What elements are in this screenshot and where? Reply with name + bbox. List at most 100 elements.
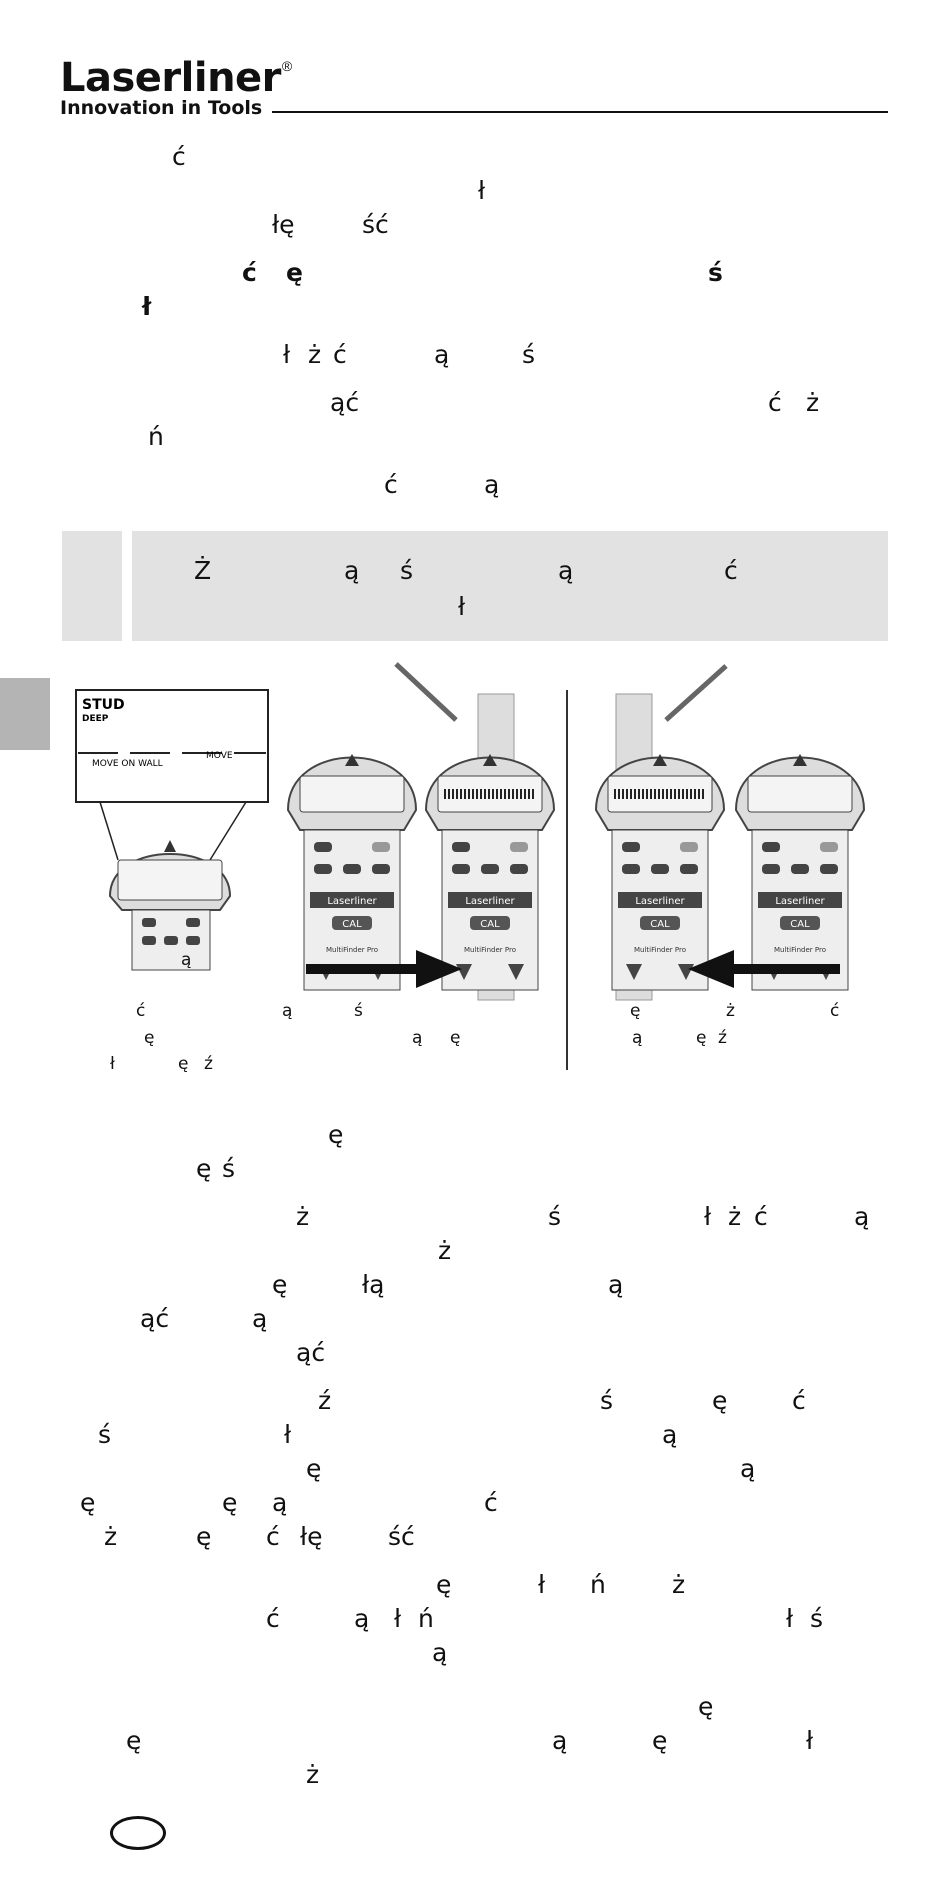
glyph: ł	[458, 592, 466, 621]
glyph: ą	[272, 1488, 288, 1517]
glyph: ę	[144, 1028, 155, 1048]
glyph: ż	[104, 1522, 118, 1551]
glyph: ł	[538, 1570, 546, 1599]
glyph: ż	[726, 1001, 735, 1021]
device-5-brand: Laserliner	[775, 896, 825, 907]
glyph: ś	[810, 1604, 824, 1633]
display-zoom-box	[75, 689, 269, 803]
arrow-right	[306, 950, 462, 988]
glyph: ć	[266, 1522, 280, 1551]
glyph: ż	[296, 1202, 310, 1231]
device-3-cal: CAL	[480, 919, 500, 930]
glyph: ś	[222, 1154, 236, 1183]
glyph: ą	[434, 340, 450, 369]
glyph: ć	[830, 1001, 840, 1021]
brand-tagline: Innovation in Tools	[60, 97, 263, 119]
glyph: ś	[354, 1001, 363, 1021]
brand-name: Laserliner	[60, 55, 281, 101]
glyph: ą	[432, 1638, 448, 1667]
screen-move-right-label: MOVE	[206, 751, 233, 761]
glyph: ę	[436, 1570, 452, 1599]
arrow-left	[688, 950, 840, 988]
glyph: ć	[333, 340, 347, 369]
glyph: ć	[266, 1604, 280, 1633]
glyph: ę	[652, 1726, 668, 1755]
device-4-cal: CAL	[650, 919, 670, 930]
glyph: ść	[362, 210, 389, 239]
device-small	[108, 840, 232, 971]
glyph: ą	[354, 1604, 370, 1633]
glyph: ć	[242, 258, 257, 287]
glyph: ą	[484, 470, 500, 499]
glyph: ć	[768, 388, 782, 417]
glyph: ł	[394, 1604, 402, 1633]
glyph: ść	[388, 1522, 415, 1551]
device-4-model: MultiFinder Pro	[634, 946, 686, 954]
device-2-model: MultiFinder Pro	[326, 946, 378, 954]
device-4-brand: Laserliner	[635, 896, 685, 907]
glyph: ś	[400, 556, 414, 585]
glyph: ą	[740, 1454, 756, 1483]
glyph: łę	[272, 210, 295, 239]
glyph: ź	[204, 1054, 213, 1074]
device-5: Laserliner CAL MultiFinder Pro	[734, 754, 866, 991]
glyph: ł	[704, 1202, 712, 1231]
glyph: ń	[148, 422, 164, 451]
screen-deep-label: DEEP	[82, 714, 109, 724]
glyph: ę	[272, 1270, 288, 1299]
screen-stud-label: STUD	[82, 697, 125, 713]
glyph: ąć	[140, 1304, 170, 1333]
glyph: ę	[698, 1692, 714, 1721]
device-4: Laserliner CAL MultiFinder Pro	[594, 664, 728, 1001]
glyph: ń	[418, 1604, 434, 1633]
glyph: ł	[478, 176, 486, 205]
glyph: ń	[590, 1570, 606, 1599]
device-3-model: MultiFinder Pro	[464, 946, 516, 954]
glyph: ż	[672, 1570, 686, 1599]
glyph: ż	[306, 1760, 320, 1789]
glyph: ę	[80, 1488, 96, 1517]
glyph: ś	[522, 340, 536, 369]
glyph: ę	[286, 258, 303, 287]
glyph: ę	[696, 1028, 707, 1048]
glyph: ł	[284, 1420, 292, 1449]
device-5-model: MultiFinder Pro	[774, 946, 826, 954]
glyph: ą	[608, 1270, 624, 1299]
device-2-brand: Laserliner	[327, 896, 377, 907]
glyph: ę	[712, 1386, 728, 1415]
glyph: ż	[806, 388, 820, 417]
glyph: ą	[632, 1028, 643, 1048]
device-2: Laserliner CAL MultiFinder Pro	[286, 754, 418, 991]
glyph: ą	[252, 1304, 268, 1333]
glyph: ąć	[330, 388, 360, 417]
note-icon-box	[62, 531, 122, 641]
glyph: ą	[181, 950, 192, 970]
glyph: łę	[300, 1522, 323, 1551]
glyph: ć	[792, 1386, 806, 1415]
glyph: ą	[558, 556, 574, 585]
glyph: ą	[344, 556, 360, 585]
glyph: ę	[222, 1488, 238, 1517]
glyph: ć	[724, 556, 738, 585]
glyph: ć	[172, 142, 186, 171]
glyph: ą	[282, 1001, 293, 1021]
section-tab	[0, 678, 50, 750]
glyph: ę	[178, 1054, 189, 1074]
glyph: ś	[548, 1202, 562, 1231]
device-3: Laserliner CAL MultiFinder Pro	[394, 662, 556, 1001]
glyph: ł	[806, 1726, 814, 1755]
glyph: ł	[142, 292, 152, 321]
glyph: ć	[484, 1488, 498, 1517]
header-rule	[272, 111, 888, 113]
glyph: ś	[98, 1420, 112, 1449]
glyph: ę	[450, 1028, 461, 1048]
glyph: ę	[196, 1154, 212, 1183]
glyph: łą	[362, 1270, 385, 1299]
glyph: ą	[552, 1726, 568, 1755]
glyph: ć	[136, 1001, 146, 1021]
note-box	[132, 531, 888, 641]
glyph: ć	[754, 1202, 768, 1231]
brand-logo: Laserliner®	[60, 58, 292, 98]
glyph: Ż	[194, 556, 212, 585]
device-5-cal: CAL	[790, 919, 810, 930]
